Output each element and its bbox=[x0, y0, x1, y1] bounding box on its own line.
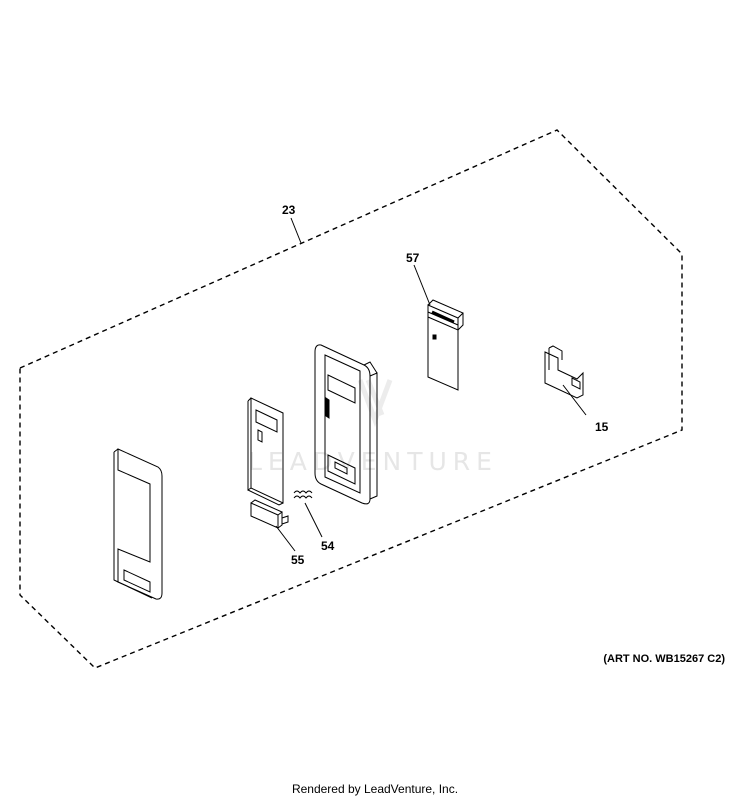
trim-frame bbox=[113, 448, 163, 600]
footer-credit: Rendered by LeadVenture, Inc. bbox=[291, 782, 459, 796]
leader-lines bbox=[275, 217, 587, 552]
watermark: LEADVENTURE bbox=[248, 379, 498, 476]
watermark-text: LEADVENTURE bbox=[248, 447, 498, 476]
push-button bbox=[250, 499, 289, 529]
switch-board bbox=[427, 299, 464, 391]
spring bbox=[293, 490, 313, 499]
callout-latch: 15 bbox=[595, 420, 609, 434]
door-latch bbox=[544, 345, 584, 399]
kit-boundary bbox=[19, 129, 683, 669]
callout-button: 55 bbox=[291, 553, 305, 567]
callout-kit: 23 bbox=[282, 203, 296, 217]
membrane-panel bbox=[247, 397, 284, 506]
art-number: (ART NO. WB15267 C2) bbox=[603, 653, 725, 665]
callout-switch-board: 57 bbox=[406, 251, 420, 265]
control-housing bbox=[314, 344, 378, 505]
callout-spring: 54 bbox=[321, 539, 335, 553]
watermark-logo bbox=[357, 379, 393, 428]
